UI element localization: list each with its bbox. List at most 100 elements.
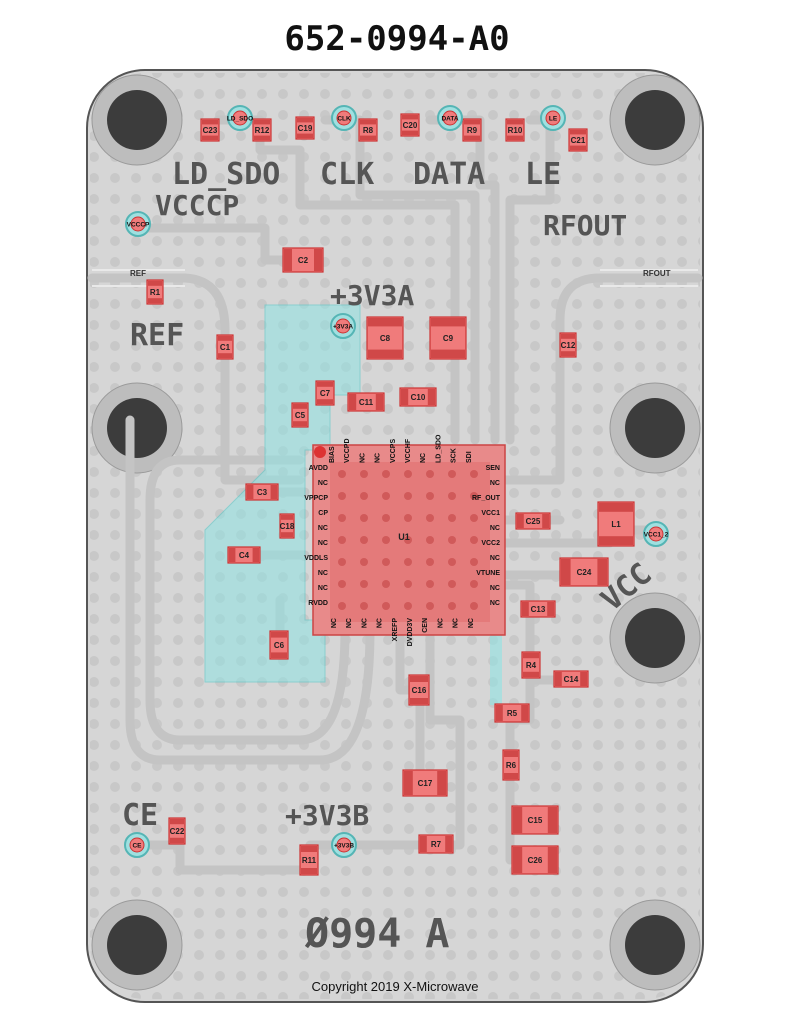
component-r4[interactable]: R4 [521, 651, 541, 679]
component-r5[interactable]: R5 [494, 703, 530, 723]
test-point-label: +3V3A [333, 324, 353, 331]
mounting-holes [91, 74, 701, 991]
ic-pin-left: NC [318, 480, 328, 487]
component-r12[interactable]: R12 [252, 118, 272, 142]
ic-pin-top: SCK [451, 448, 458, 463]
component-c2[interactable]: C2 [282, 247, 324, 273]
ic-pin-top: NC [359, 453, 366, 463]
designator-C1: C1 [220, 343, 231, 352]
component-c15[interactable]: C15 [511, 805, 559, 835]
test-point-label: DATA [441, 116, 458, 123]
designator-C24: C24 [577, 568, 592, 577]
component-c4[interactable]: C4 [227, 546, 261, 564]
test-point-clk[interactable]: CLK [331, 105, 357, 131]
test-point-data[interactable]: DATA [437, 105, 463, 131]
designator-C25: C25 [526, 517, 541, 526]
component-r11[interactable]: R11 [299, 844, 319, 876]
designator-C18: C18 [280, 522, 295, 531]
ic-pin-right: VCC2 [481, 540, 500, 547]
designator-C2: C2 [298, 256, 309, 265]
ic-pin-bottom: NC [468, 618, 475, 628]
component-l1[interactable]: L1 [597, 501, 635, 547]
component-r8[interactable]: R8 [358, 118, 378, 142]
designator-C10: C10 [411, 393, 426, 402]
component-c7[interactable]: C7 [315, 380, 335, 406]
designator-C13: C13 [531, 605, 546, 614]
designator-C26: C26 [528, 856, 543, 865]
component-c24[interactable]: C24 [559, 557, 609, 587]
test-point-label: CLK [337, 116, 351, 123]
test-point-ce[interactable]: CE [124, 832, 150, 858]
test-point-vcccp[interactable]: VCCCP [125, 211, 151, 237]
designator-R5: R5 [507, 709, 518, 718]
component-c18[interactable]: C18 [279, 513, 295, 539]
silkscreen: LD_SDO CLK DATA LE VCCCP RFOUT +3V3A REF… [122, 157, 659, 957]
designator-R12: R12 [255, 126, 270, 135]
component-r7[interactable]: R7 [418, 834, 454, 854]
component-c9[interactable]: C9 [429, 316, 467, 360]
component-r6[interactable]: R6 [502, 749, 520, 781]
component-c12[interactable]: C12 [559, 332, 577, 358]
ic-pin-bottom: DVDD3V [407, 618, 414, 647]
ic-pin-left: AVDD [309, 465, 328, 472]
component-c1[interactable]: C1 [216, 334, 234, 360]
designator-C19: C19 [298, 124, 313, 133]
test-point-le[interactable]: LE [540, 105, 566, 131]
component-c11[interactable]: C11 [347, 392, 385, 412]
silk-ce: CE [122, 798, 158, 833]
component-c13[interactable]: C13 [520, 600, 556, 618]
silk-ref: REF [130, 318, 184, 353]
ic-pin-bottom: NC [331, 618, 338, 628]
ic-pin-right: VCC1 [481, 510, 500, 517]
designator-R10: R10 [508, 126, 523, 135]
component-r1[interactable]: R1 [146, 279, 164, 305]
bottom-code: Ø994 A [304, 911, 450, 957]
copyright: Copyright 2019 X-Microwave [312, 979, 479, 994]
designator-R8: R8 [363, 126, 374, 135]
component-c10[interactable]: C10 [399, 387, 437, 407]
ic-pin-top: VCCPS [390, 439, 397, 463]
test-point-vcc1-2[interactable]: VCC1_2 [643, 521, 669, 547]
component-c8[interactable]: C8 [366, 316, 404, 360]
designator-C9: C9 [443, 334, 454, 343]
designator-C20: C20 [403, 121, 418, 130]
component-c25[interactable]: C25 [515, 512, 551, 530]
component-c16[interactable]: C16 [408, 674, 430, 706]
designator-C14: C14 [564, 675, 579, 684]
silk-vcccp: VCCCP [155, 189, 239, 222]
designator-C4: C4 [239, 551, 250, 560]
component-c23[interactable]: C23 [200, 118, 220, 142]
ic-pin-bottom: NC [346, 618, 353, 628]
component-r9[interactable]: R9 [462, 118, 482, 142]
ic-pin-top: NC [375, 453, 382, 463]
test-point-ld-sdo[interactable]: LD_SDO [227, 105, 253, 131]
component-c14[interactable]: C14 [553, 670, 589, 688]
component-c17[interactable]: C17 [402, 769, 448, 797]
designator-R6: R6 [506, 761, 517, 770]
ic-pin-bottom: NC [361, 618, 368, 628]
ic-pin-right: VTUNE [476, 570, 500, 577]
test-points: LD_SDO CLK DATA LE VCCCP +3V3A VCC1_2 +3V3B CE [124, 105, 669, 858]
component-c21[interactable]: C21 [568, 128, 588, 152]
component-c20[interactable]: C20 [400, 113, 420, 137]
test-point-v3v3a[interactable]: +3V3A [330, 313, 356, 339]
ic-pin-top: SDI [466, 451, 473, 463]
component-c6[interactable]: C6 [269, 630, 289, 660]
component-c19[interactable]: C19 [295, 116, 315, 140]
ic-pin-left: NC [318, 570, 328, 577]
component-c3[interactable]: C3 [245, 483, 279, 501]
component-r10[interactable]: R10 [505, 118, 525, 142]
ic-pin-bottom: CEN [422, 618, 429, 633]
component-c5[interactable]: C5 [291, 402, 309, 428]
component-c26[interactable]: C26 [511, 845, 559, 875]
test-point-v3v3b[interactable]: +3V3B [331, 832, 357, 858]
silk-3v3a: +3V3A [330, 279, 414, 312]
part-number: 652-0994-A0 [284, 19, 509, 59]
designator-C8: C8 [380, 334, 391, 343]
designator-C7: C7 [320, 389, 331, 398]
ic-thermal-vias [338, 470, 478, 610]
ic-pin-bottom: NC [453, 618, 460, 628]
ic-pin-top: BIAS [329, 446, 336, 463]
ic-pin-bottom: NC [377, 618, 384, 628]
component-c22[interactable]: C22 [168, 817, 186, 845]
